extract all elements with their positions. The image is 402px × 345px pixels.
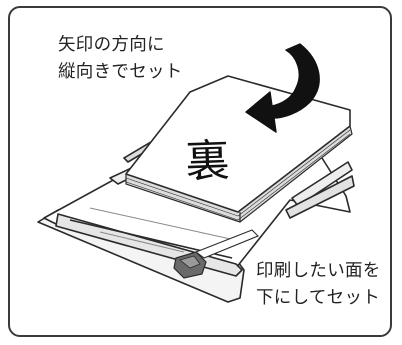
- instruction-bottom-line2: 下にしてセット: [256, 288, 381, 308]
- instruction-bottom-line1: 印刷したい面を: [256, 261, 381, 281]
- instruction-top-line2: 縦向きでセット: [58, 62, 183, 82]
- instruction-top: 矢印の方向に 縦向きでセット: [58, 32, 183, 86]
- paper-side-label: 裏: [185, 135, 231, 188]
- instruction-bottom: 印刷したい面を 下にしてセット: [256, 258, 381, 312]
- curved-arrow-icon: [245, 43, 320, 133]
- paper-guide-icon: [173, 229, 259, 279]
- instruction-top-line1: 矢印の方向に: [58, 35, 165, 55]
